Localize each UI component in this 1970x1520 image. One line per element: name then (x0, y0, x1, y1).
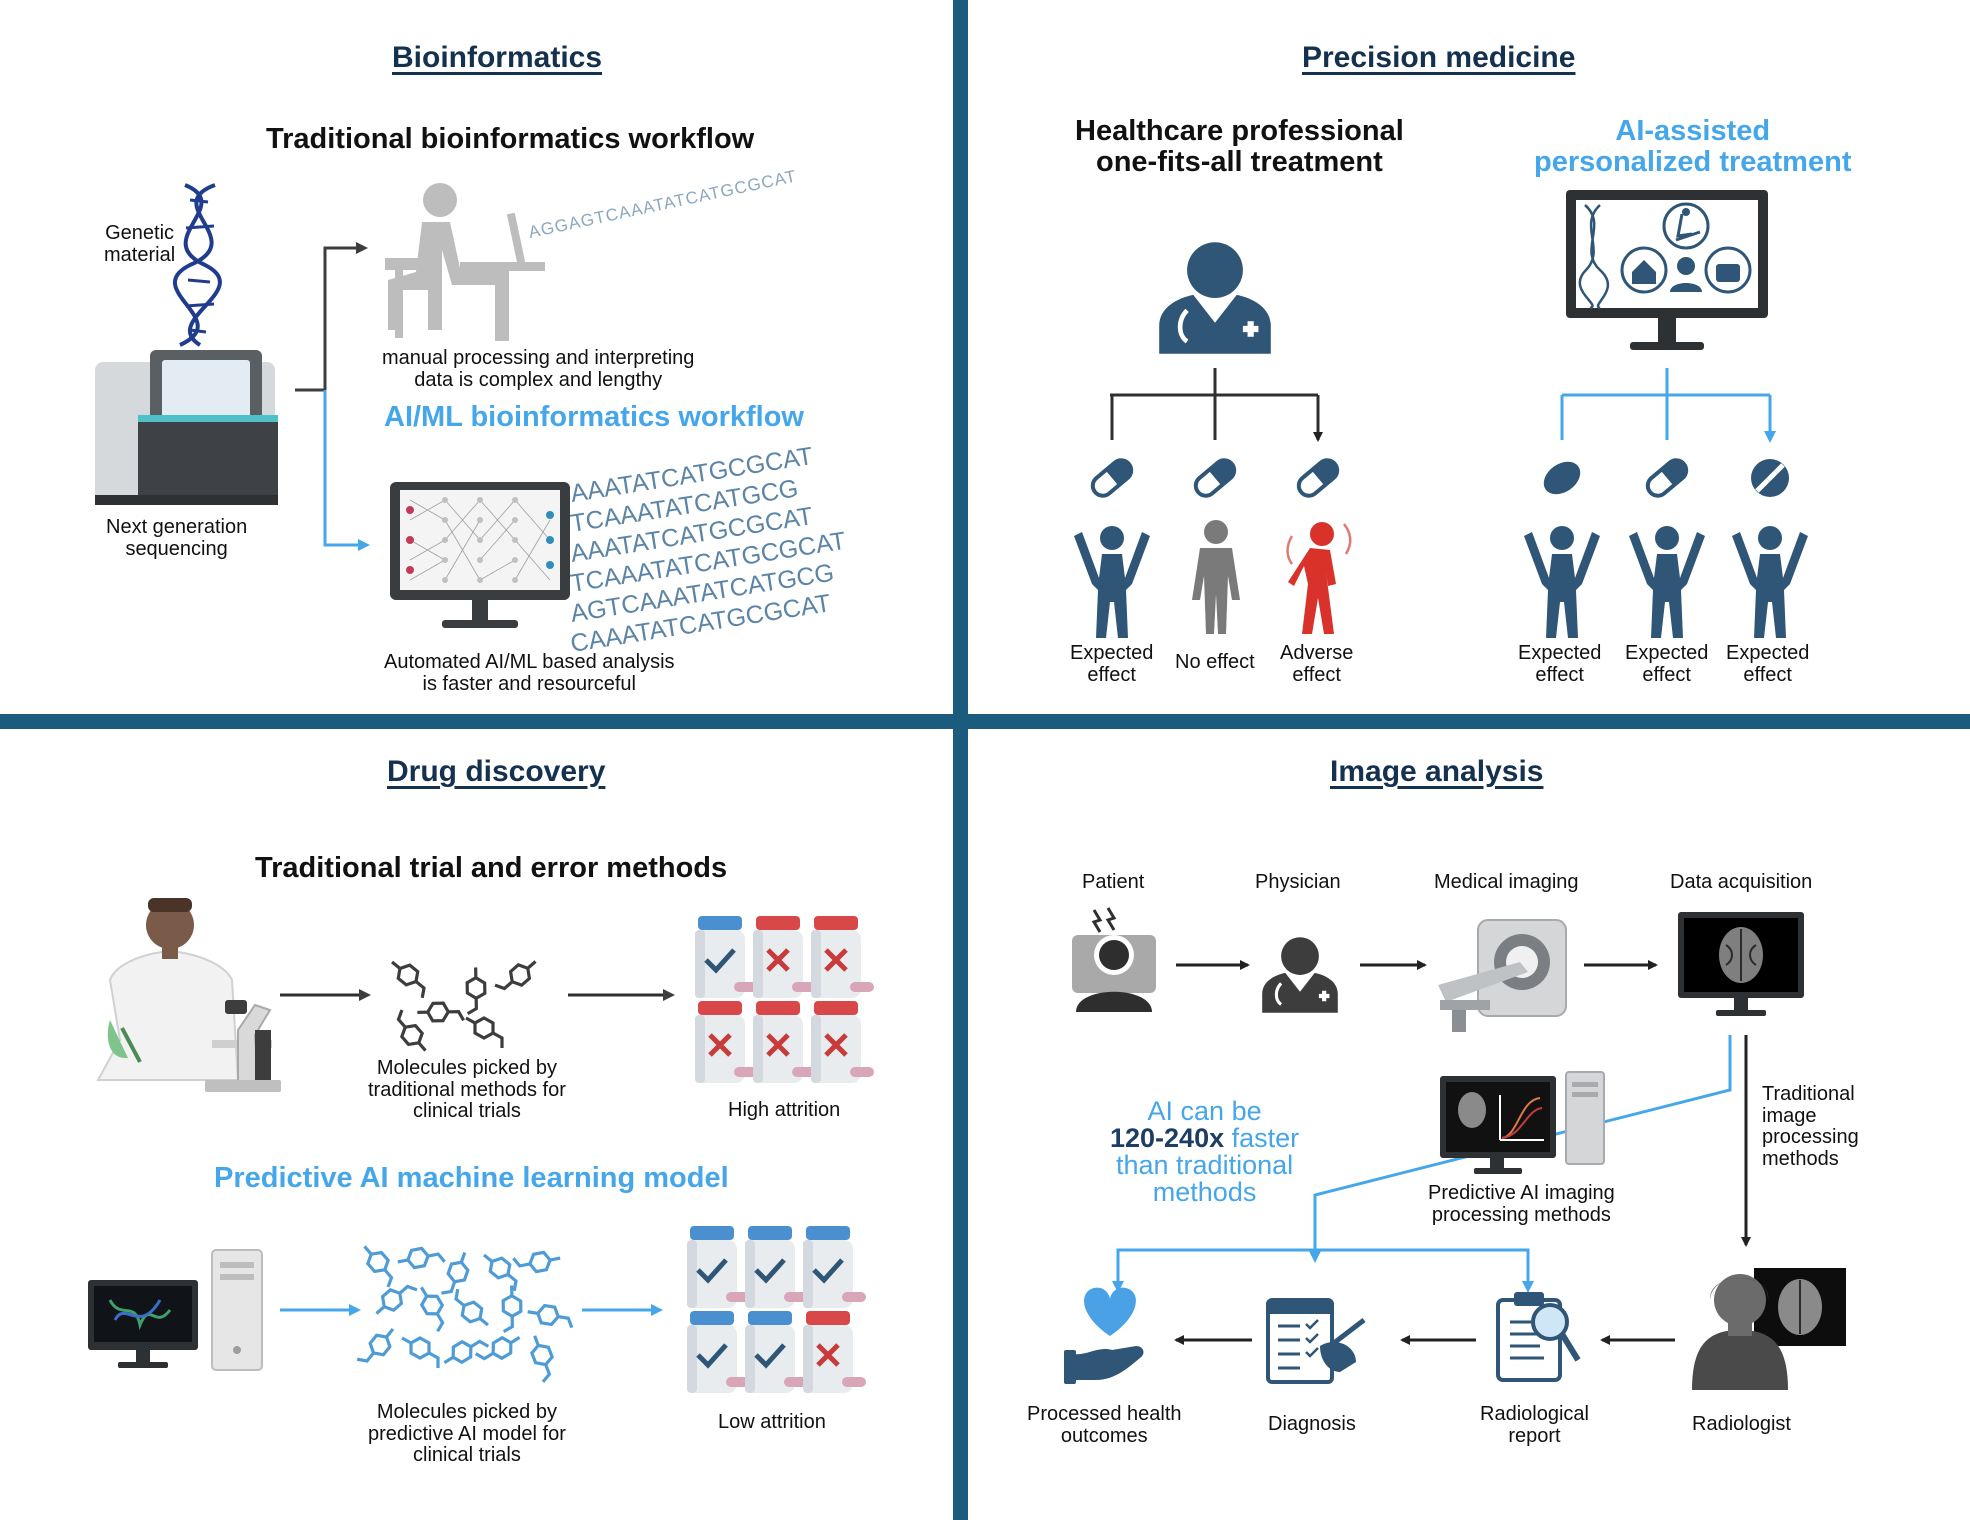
personalized-arrows (1560, 395, 1770, 440)
outcome-label: Expected effect (1625, 642, 1709, 686)
dna-sequence-block: AAATATCATGCGCAT TCAAATATCATGCG AAATATCAT… (569, 442, 848, 658)
traditional-workflow-arrow (295, 242, 368, 392)
physician-icon (1262, 937, 1338, 1013)
person-at-desk-icon (385, 183, 545, 341)
outcome-label: No effect (1175, 651, 1255, 673)
genetic-material-label: Genetic material (104, 222, 176, 266)
traditional-image-processing-label: Traditional image processing methods (1762, 1083, 1859, 1170)
physician-label: Physician (1255, 871, 1341, 893)
outcome-label: Adverse effect (1280, 642, 1354, 686)
radiological-report-label: Radiological report (1480, 1403, 1589, 1447)
ai-monitor-icon (390, 482, 570, 628)
section-title-drug-discovery: Drug discovery (387, 755, 606, 788)
mri-scanner-icon (1438, 919, 1567, 1032)
high-attrition-bottles (695, 916, 874, 1083)
manual-processing-label: manual processing and interpreting data … (382, 347, 695, 391)
dna-helix-icon (173, 183, 222, 347)
aiml-workflow-arrow (323, 390, 370, 551)
automated-analysis-label: Automated AI/ML based analysis is faster… (384, 651, 675, 695)
pill-icon (1641, 454, 1693, 502)
tablet-pill-icon (1543, 461, 1581, 495)
pill-icon (1189, 454, 1241, 502)
ai-molecules-icon (352, 1233, 574, 1384)
ai-claim-line: AI can be (1147, 1096, 1262, 1126)
bottle-pass-icon (695, 916, 758, 998)
ai-claim-line: than traditional methods (1116, 1150, 1294, 1207)
section-title-precision-medicine: Precision medicine (1302, 41, 1576, 74)
bottle-pass-icon (745, 1226, 808, 1308)
high-attrition-label: High attrition (728, 1099, 841, 1121)
predictive-ai-imaging-label: Predictive AI imaging processing methods (1428, 1182, 1615, 1226)
medical-imaging-label: Medical imaging (1434, 871, 1579, 893)
bottle-fail-icon (695, 1001, 758, 1083)
patient-label: Patient (1082, 871, 1145, 893)
expected-effect-person-icon (1524, 526, 1600, 638)
ai-claim-faster: faster (1224, 1123, 1300, 1153)
outcome-label: Expected effect (1726, 642, 1810, 686)
bottle-pass-icon (687, 1226, 750, 1308)
processed-outcomes-label: Processed health outcomes (1027, 1403, 1182, 1447)
ngs-label: Next generation sequencing (106, 516, 248, 560)
no-effect-person-icon (1192, 520, 1240, 634)
traditional-bioinformatics-heading: Traditional bioinformatics workflow (266, 123, 755, 155)
bottle-fail-icon (753, 1001, 816, 1083)
outcome-label: Expected effect (1518, 642, 1602, 686)
bottle-fail-icon (811, 1001, 874, 1083)
bottle-pass-icon (803, 1226, 866, 1308)
radiologist-label: Radiologist (1692, 1413, 1791, 1435)
one-fits-all-arrows (1110, 395, 1318, 440)
predictive-ai-heading: Predictive AI machine learning model (214, 1162, 729, 1194)
horizontal-divider (0, 714, 1970, 729)
data-acquisition-monitor-icon (1678, 912, 1804, 1016)
ai-personalized-monitor-icon (1566, 190, 1768, 350)
outcome-label: Expected effect (1070, 642, 1154, 686)
section-title-bioinformatics: Bioinformatics (392, 41, 603, 74)
heart-in-hand-icon (1064, 1287, 1144, 1384)
traditional-molecules-icon (385, 949, 538, 1053)
adverse-effect-person-icon (1286, 522, 1352, 634)
sequencer-machine-icon (95, 350, 278, 505)
patient-icon (1072, 907, 1156, 1012)
one-fits-all-branches (1110, 368, 1318, 397)
traditional-methods-heading: Traditional trial and error methods (255, 852, 728, 884)
data-acquisition-label: Data acquisition (1670, 871, 1813, 893)
ai-to-report-arrow (1522, 1248, 1534, 1293)
personalized-branches (1562, 368, 1770, 397)
expected-effect-person-icon (1732, 526, 1808, 638)
split-tablet-icon (1751, 459, 1789, 497)
traditional-molecules-label: Molecules picked by traditional methods … (368, 1057, 566, 1123)
low-attrition-bottles (687, 1226, 866, 1393)
personalized-treatment-heading: AI-assisted personalized treatment (1534, 115, 1852, 179)
radiologist-icon (1692, 1268, 1846, 1390)
expected-effect-person-icon (1629, 526, 1705, 638)
bottle-fail-icon (753, 916, 816, 998)
low-attrition-label: Low attrition (718, 1411, 826, 1433)
ai-workstation-icon (88, 1249, 263, 1371)
ai-claim-bold: 120-240x (1110, 1123, 1225, 1153)
dna-sequence-top: AGGAGTCAAATATCATGCGCAT (527, 166, 799, 241)
healthcare-professional-icon (1159, 242, 1271, 354)
ai-claim-line: 120-240x faster (1110, 1125, 1299, 1152)
bottle-pass-icon (687, 1311, 750, 1393)
predictive-ai-workstation-icon (1440, 1071, 1605, 1174)
diagnosis-label: Diagnosis (1268, 1413, 1356, 1435)
ai-speed-claim: AI can be 120-240x faster than tradition… (1110, 1098, 1299, 1206)
diagnosis-checklist-icon (1266, 1298, 1366, 1384)
bottle-pass-icon (745, 1311, 808, 1393)
one-fits-all-heading: Healthcare professional one-fits-all tre… (1075, 115, 1404, 179)
pill-icon (1086, 454, 1138, 502)
ai-to-outcomes-path (1112, 1248, 1525, 1293)
section-title-image-analysis: Image analysis (1330, 755, 1544, 788)
bottle-fail-icon (811, 916, 874, 998)
scientist-with-microscope-icon (96, 898, 281, 1092)
radiological-report-icon (1496, 1292, 1581, 1382)
bottle-fail-icon (803, 1311, 866, 1393)
aiml-bioinformatics-heading: AI/ML bioinformatics workflow (384, 401, 804, 433)
pill-icon (1292, 454, 1344, 502)
expected-effect-person-icon (1074, 526, 1150, 638)
vertical-divider (953, 0, 968, 1520)
ai-molecules-label: Molecules picked by predictive AI model … (368, 1401, 566, 1467)
